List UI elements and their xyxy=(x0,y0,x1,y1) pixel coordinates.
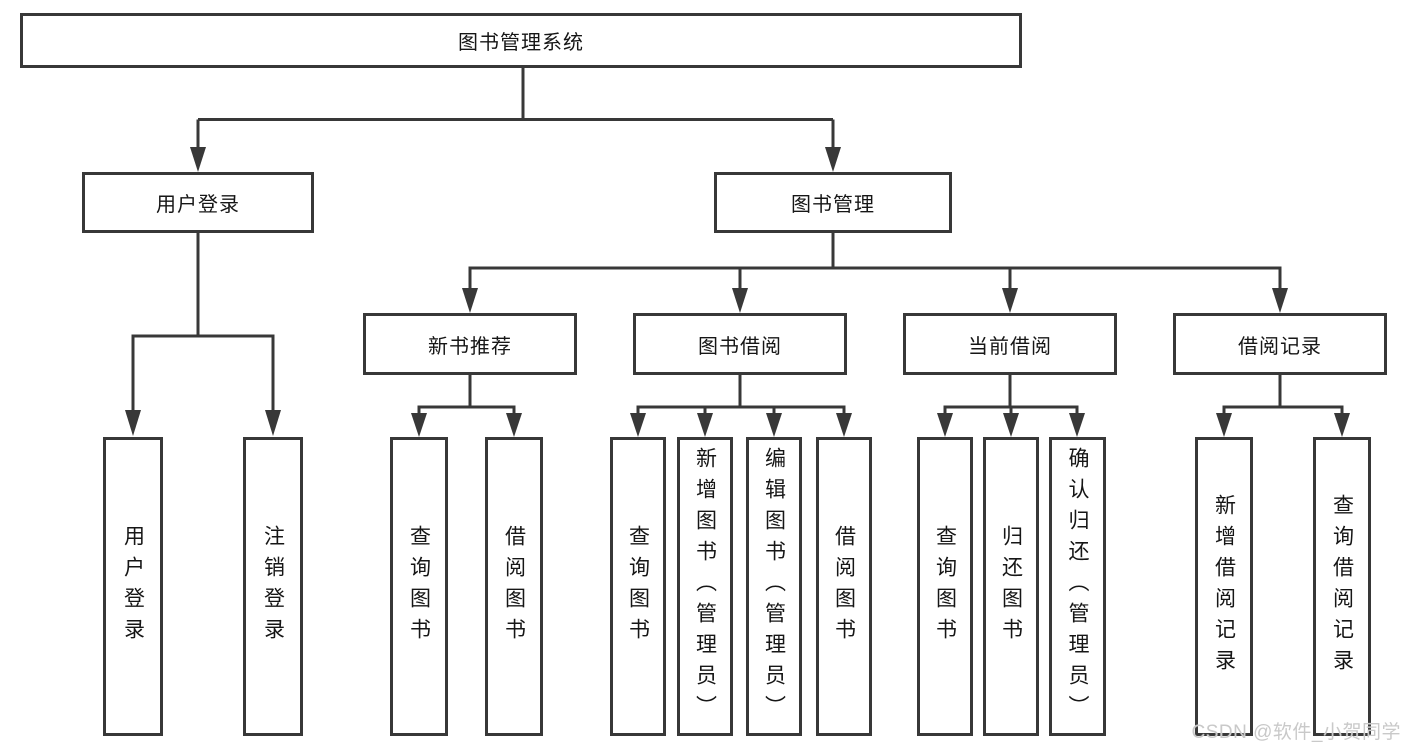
leaf-borrow-edit-books: 编辑图书（管理员） xyxy=(746,437,802,736)
leaf-borrow-add-books-label: 新增图书（管理员） xyxy=(693,447,717,726)
csdn-watermark: CSDN @软件_小贺同学 xyxy=(1191,722,1401,743)
node-user-login-label: 用户登录 xyxy=(156,194,240,216)
node-borrow-records-label: 借阅记录 xyxy=(1238,335,1322,358)
node-current-borrow-label: 当前借阅 xyxy=(968,335,1052,358)
leaf-borrow-query-books-label: 查询图书 xyxy=(626,524,650,649)
node-user-login: 用户登录 xyxy=(82,172,314,233)
leaf-current-query-books-label: 查询图书 xyxy=(933,524,957,649)
leaf-records-query: 查询借阅记录 xyxy=(1313,437,1371,736)
leaf-logout-label: 注销登录 xyxy=(261,524,285,649)
leaf-borrow-borrow-books-label: 借阅图书 xyxy=(832,524,856,649)
leaf-records-query-label: 查询借阅记录 xyxy=(1330,493,1354,680)
node-new-book-recommend: 新书推荐 xyxy=(363,313,577,375)
leaf-records-add-label: 新增借阅记录 xyxy=(1212,493,1236,680)
node-current-borrow: 当前借阅 xyxy=(903,313,1117,375)
leaf-user-login-label: 用户登录 xyxy=(121,524,145,649)
node-book-borrow: 图书借阅 xyxy=(633,313,847,375)
leaf-logout: 注销登录 xyxy=(243,437,303,736)
leaf-records-add: 新增借阅记录 xyxy=(1195,437,1253,736)
node-borrow-records: 借阅记录 xyxy=(1173,313,1387,375)
leaf-rec-query-books-label: 查询图书 xyxy=(407,524,431,649)
leaf-rec-borrow-books-label: 借阅图书 xyxy=(502,524,526,649)
leaf-current-return-books-label: 归还图书 xyxy=(999,524,1023,649)
node-root-label: 图书管理系统 xyxy=(458,32,584,54)
node-book-management: 图书管理 xyxy=(714,172,952,233)
leaf-current-confirm-return-label: 确认归还（管理员） xyxy=(1066,447,1089,726)
leaf-user-login: 用户登录 xyxy=(103,437,163,736)
leaf-borrow-borrow-books: 借阅图书 xyxy=(816,437,872,736)
leaf-borrow-query-books: 查询图书 xyxy=(610,437,666,736)
leaf-current-return-books: 归还图书 xyxy=(983,437,1039,736)
leaf-rec-borrow-books: 借阅图书 xyxy=(485,437,543,736)
leaf-rec-query-books: 查询图书 xyxy=(390,437,448,736)
node-book-borrow-label: 图书借阅 xyxy=(698,335,782,358)
leaf-borrow-edit-books-label: 编辑图书（管理员） xyxy=(762,447,786,726)
leaf-current-confirm-return: 确认归还（管理员） xyxy=(1049,437,1106,736)
leaf-current-query-books: 查询图书 xyxy=(917,437,973,736)
node-book-management-label: 图书管理 xyxy=(791,194,875,216)
node-new-book-recommend-label: 新书推荐 xyxy=(428,335,512,358)
node-root: 图书管理系统 xyxy=(20,13,1022,68)
leaf-borrow-add-books: 新增图书（管理员） xyxy=(677,437,733,736)
